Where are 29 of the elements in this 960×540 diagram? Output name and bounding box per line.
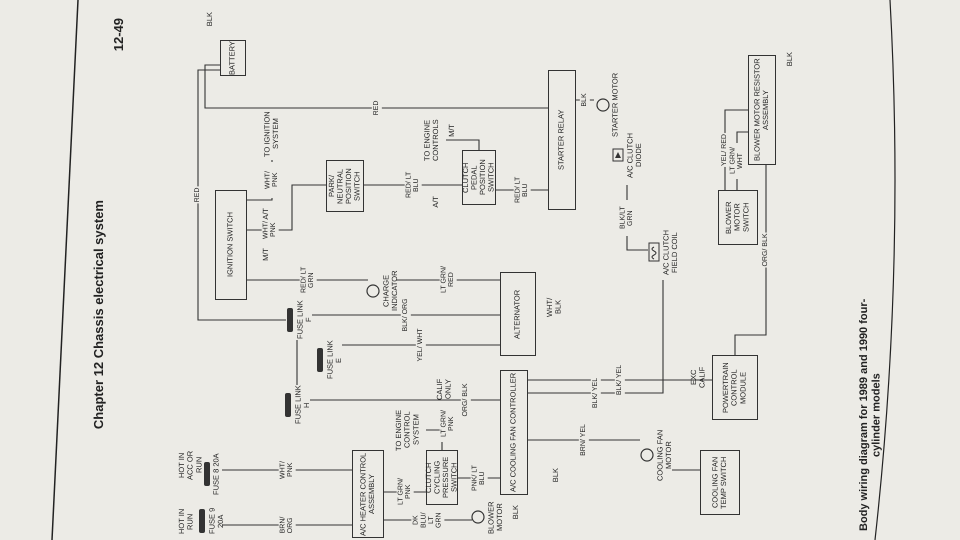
switch-box (462, 150, 496, 205)
wire (312, 314, 500, 316)
relay-box (548, 70, 576, 210)
wire (672, 469, 700, 471)
switch-box (326, 160, 364, 212)
wire (204, 64, 548, 109)
figure-caption: Body wiring diagram for 1989 and 1990 four-cylinder models (858, 298, 884, 534)
wire (528, 280, 664, 394)
module-box (712, 355, 758, 420)
control-box (352, 450, 384, 538)
controller-box (500, 370, 528, 495)
battery-box (220, 40, 246, 76)
wire (310, 399, 500, 401)
wire (296, 340, 298, 385)
wire (528, 379, 712, 381)
wire (576, 99, 594, 101)
switch-box (426, 450, 458, 505)
switch-box (718, 190, 758, 245)
wire (446, 139, 480, 150)
switch-box (700, 450, 740, 515)
wire (342, 344, 500, 346)
page-number: 12-49 (112, 18, 127, 52)
switch-box (215, 190, 247, 300)
wire (528, 439, 640, 441)
page-heading: Chapter 12 Chassis electrical system (92, 200, 107, 430)
wire (197, 69, 286, 321)
alternator-box (500, 272, 536, 356)
wire (222, 524, 352, 526)
resistor-box (748, 55, 776, 165)
